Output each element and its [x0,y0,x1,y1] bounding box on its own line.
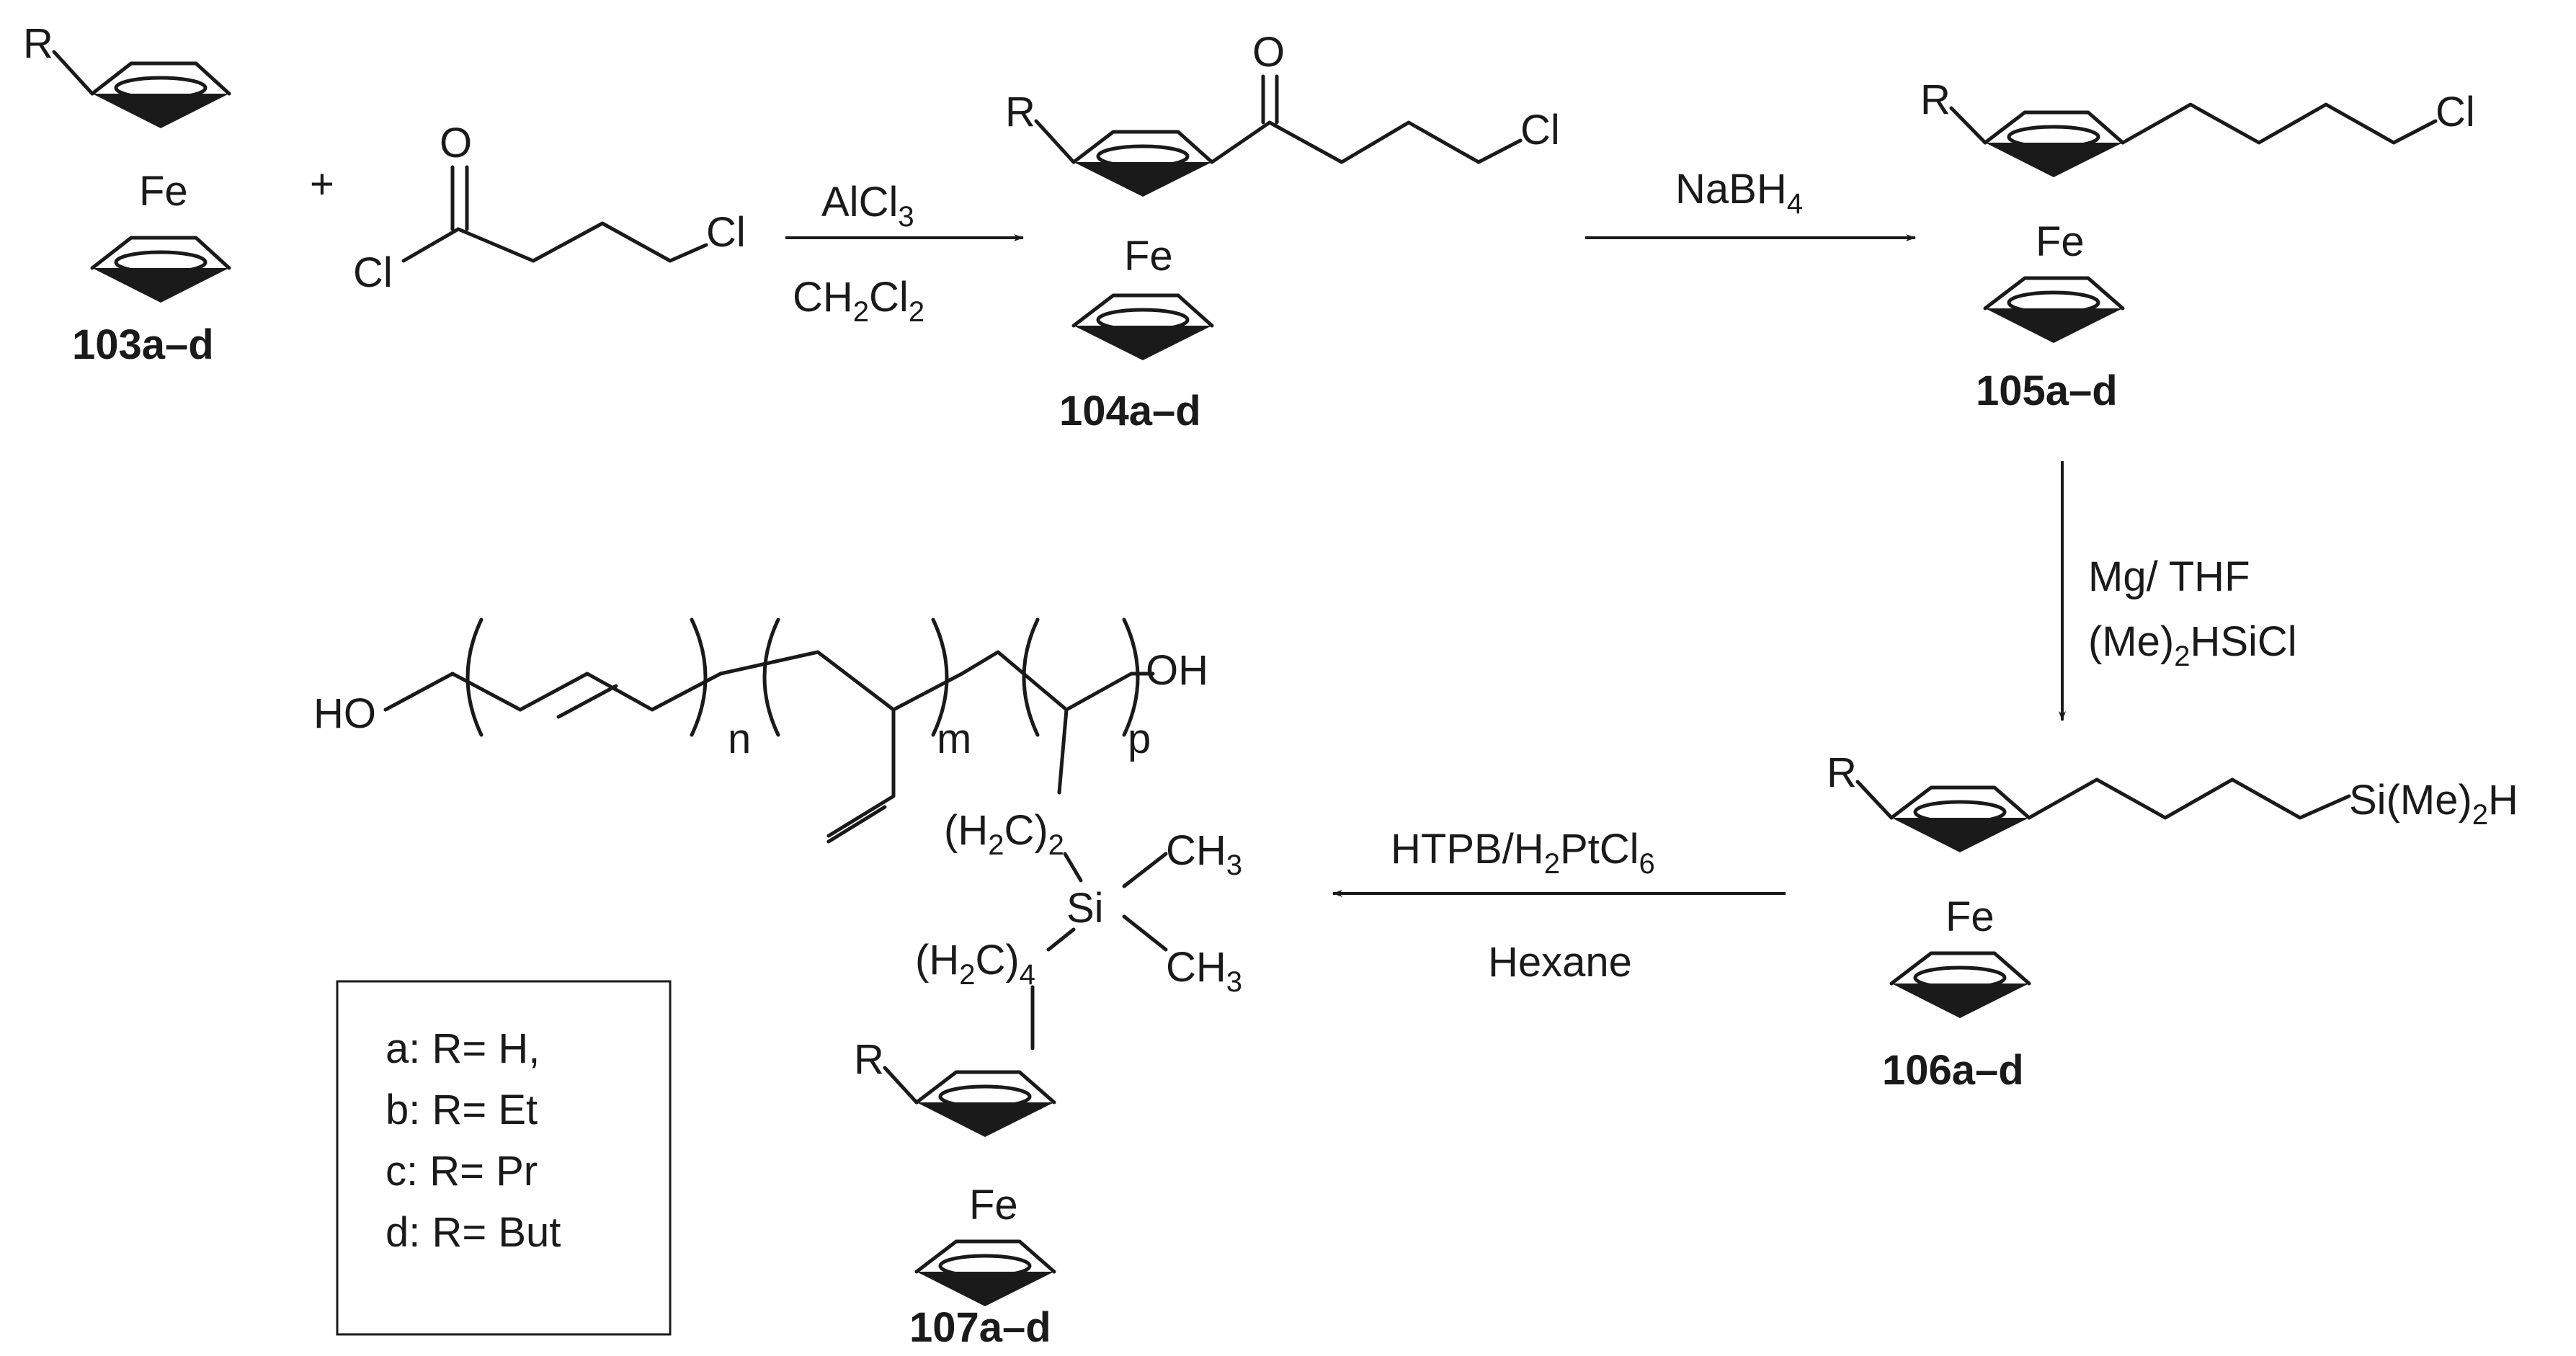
solvent-label: CH2Cl2 [793,274,924,328]
compound-label-106: 106a–d [1882,1047,2024,1094]
legend-item: c: R= Pr [385,1148,538,1195]
reagent-label: (Me)2HSiCl [2088,618,2297,672]
iron-label: Fe [1946,893,1995,940]
chlorine-label: Cl [1520,107,1560,153]
iron-label: Fe [139,168,188,215]
legend-item: a: R= H, [385,1025,540,1072]
repeat-index: p [1128,715,1151,762]
repeat-index: n [728,715,751,762]
iron-label: Fe [1124,233,1173,280]
hydroxyl-label: HO [313,690,376,737]
silicon-label: Si [1066,885,1104,932]
compound-label-103: 103a–d [72,321,214,368]
cyclopentadienyl-ring-bottom [90,236,231,303]
silyl-group-label: Si(Me)2H [2349,777,2518,831]
r-group-label: R [23,20,53,67]
reagent-label: AlCl3 [821,179,914,233]
hydroxyl-label: OH [1146,647,1208,694]
compound-label-105: 105a–d [1976,367,2118,414]
iron-label: Fe [2036,218,2085,265]
methyl-label: CH3 [1166,827,1242,881]
substituent-legend: a: R= H, b: R= Et c: R= Pr d: R= But [336,980,672,1336]
oxygen-label: O [1252,29,1285,76]
compound-label-107: 107a–d [909,1304,1051,1351]
solvent-label: Hexane [1488,939,1632,986]
methylene-group-label: (H2C)2 [944,807,1064,861]
r-group-label: R [854,1036,884,1083]
legend-box [336,980,672,1336]
iron-label: Fe [969,1182,1018,1228]
r-group-label: R [1920,76,1951,123]
step-4: HTPB/H2PtCl6 Hexane [1332,826,1786,986]
plus-sign: + [310,161,334,208]
compound-107: HO n m p OH (H2C)2 Si CH3 CH3 (H2C)4 [313,617,1242,1351]
compound-104: R O Cl Fe 104a–d [1005,29,1560,434]
legend-item: b: R= Et [385,1087,538,1133]
step-2: NaBH4 [1585,166,1916,241]
compound-106: R Si(Me)2H Fe 106a–d [1827,749,2518,1094]
chlorine-label: Cl [706,209,746,256]
r-group-label: R [1005,89,1035,135]
reagent-label: NaBH4 [1675,166,1803,220]
chlorine-label: Cl [353,249,393,296]
methyl-label: CH3 [1166,944,1242,998]
compound-label-104: 104a–d [1059,388,1201,434]
compound-105: R Cl Fe 105a–d [1920,76,2475,414]
repeat-index: m [937,715,971,762]
reagent-label: HTPB/H2PtCl6 [1391,826,1655,880]
step-1: AlCl3 CH2Cl2 [785,179,1024,328]
legend-item: d: R= But [385,1209,561,1256]
acyl-chloride: O Cl Cl [353,120,746,296]
oxygen-label: O [440,120,472,166]
chlorine-label: Cl [2435,89,2475,135]
step-3: Mg/ THF (Me)2HSiCl [2059,461,2297,721]
cyclopentadienyl-ring-top [90,61,231,128]
reagent-label: Mg/ THF [2088,553,2250,600]
methylene-group-label: (H2C)4 [915,937,1035,991]
compound-103: R Fe 103a–d [23,20,231,368]
r-group-label: R [1827,749,1857,796]
